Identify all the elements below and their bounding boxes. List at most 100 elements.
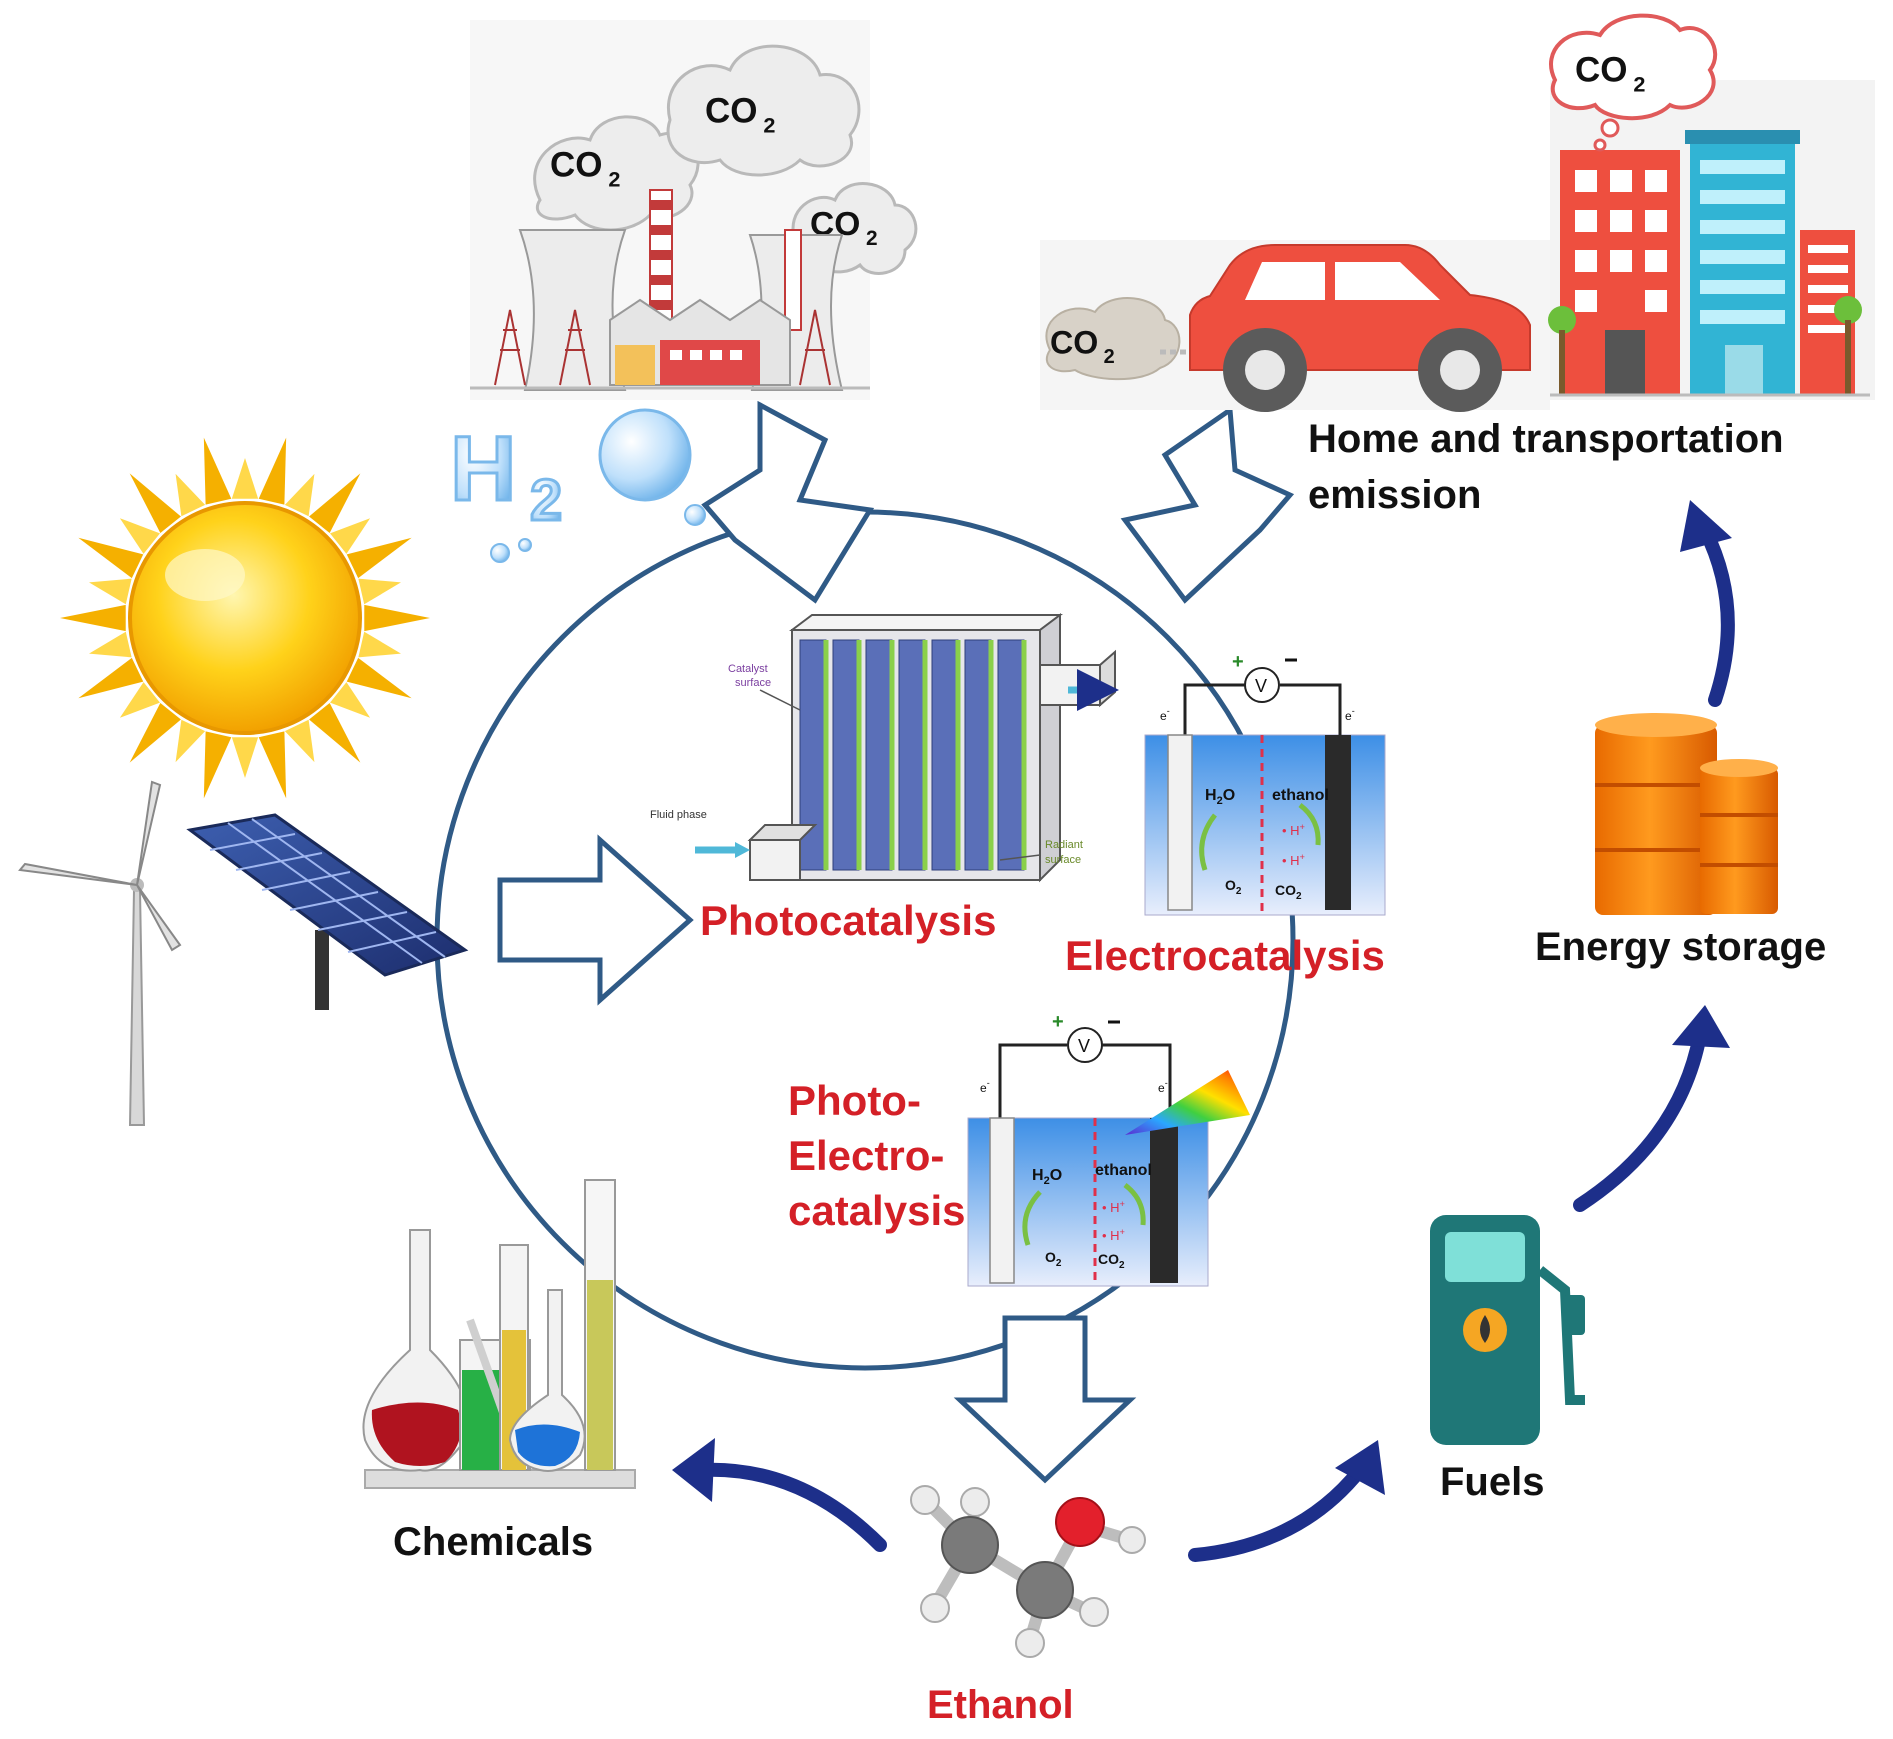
photo-electrocatalysis-cell-diagram: V + e- e- H2O ethanol • H+ • H+ O2 CO2 <box>967 1011 1250 1287</box>
svg-text:O2: O2 <box>1225 877 1242 897</box>
sun-ray <box>78 657 144 699</box>
svg-text:CO2: CO2 <box>1275 882 1302 902</box>
arrowhead-fuels <box>1335 1440 1385 1495</box>
svg-text:ethanol: ethanol <box>1095 1162 1152 1179</box>
sun-ray <box>129 703 181 763</box>
photocatalysis-reactor-diagram: Catalyst surface Fluid phase Radiant sur… <box>650 613 1119 883</box>
arrowhead-emission <box>1680 500 1732 552</box>
svg-text:e-: e- <box>1160 706 1170 723</box>
svg-text:V: V <box>1078 1036 1090 1056</box>
sun-ray <box>60 604 126 632</box>
ethanol-label: Ethanol <box>927 1683 1074 1727</box>
svg-text:• H+: • H+ <box>1102 1227 1125 1243</box>
photo-electrocatalysis-label-1: Photo- <box>788 1077 921 1124</box>
svg-text:H: H <box>450 418 516 520</box>
svg-text:• H+: • H+ <box>1282 852 1305 868</box>
svg-text:Catalyst: Catalyst <box>728 663 768 675</box>
arrow-factory-to-circle <box>701 400 875 604</box>
sun-ray <box>119 518 160 554</box>
svg-text:e-: e- <box>980 1078 990 1095</box>
arrow-circle-to-ethanol <box>953 1315 1137 1484</box>
arrow-ethanol-to-chemicals <box>693 1462 887 1552</box>
sun-ray <box>78 537 144 579</box>
sun-ray <box>358 578 401 605</box>
sun-ray <box>330 682 371 718</box>
sun-ray <box>309 703 361 763</box>
sun-ray <box>309 473 361 533</box>
svg-text:V: V <box>1255 676 1267 696</box>
sun-ray <box>258 437 287 505</box>
svg-text:Fluid phase: Fluid phase <box>650 809 707 821</box>
arrow-fuels-to-energy-storage <box>1573 1028 1707 1212</box>
sun-icon <box>60 437 430 799</box>
sun-ray <box>231 458 259 499</box>
reactor-plate <box>865 639 893 871</box>
svg-text:H2O: H2O <box>1032 1167 1062 1187</box>
svg-text:+: + <box>1052 1011 1064 1033</box>
arrow-energy-storage-to-emission <box>1698 523 1735 707</box>
svg-text:ethanol: ethanol <box>1272 787 1329 804</box>
oil-barrels-icon <box>1595 713 1778 915</box>
svg-text:O2: O2 <box>1045 1249 1062 1269</box>
sun-ray <box>346 537 412 579</box>
sun-ray <box>175 719 206 763</box>
arrow-emission-to-circle <box>1120 405 1295 604</box>
photo-electrocatalysis-label-3: catalysis <box>788 1187 965 1234</box>
fuel-pump-icon <box>1430 1215 1585 1445</box>
factory-illustration <box>470 20 918 400</box>
home-transport-emission-label: Home and transportation <box>1308 417 1784 461</box>
svg-text:H2O: H2O <box>1205 787 1235 807</box>
sun-ray <box>129 473 181 533</box>
svg-text:surface: surface <box>735 677 771 689</box>
arrowhead-energy-storage <box>1672 1005 1730 1048</box>
sun-ray <box>119 682 160 718</box>
navy-arrow-heads <box>672 500 1732 1502</box>
sun-ray <box>203 437 232 505</box>
chemicals-label: Chemicals <box>393 1520 593 1564</box>
reactor-plate <box>832 639 860 871</box>
svg-text:e-: e- <box>1345 706 1355 723</box>
home-transport-illustration <box>1040 13 1875 412</box>
arrowhead-chemicals <box>672 1438 715 1502</box>
ethanol-molecule-icon <box>910 1485 1146 1658</box>
reactor-plate <box>898 639 926 871</box>
fuels-label: Fuels <box>1440 1460 1544 1504</box>
sun-ray <box>258 731 287 799</box>
sun-ray <box>231 737 259 778</box>
sun-ray <box>89 578 132 605</box>
lab-glassware-icon <box>362 1179 636 1489</box>
svg-text:• H+: • H+ <box>1102 1199 1125 1215</box>
reactor-plate <box>997 639 1025 871</box>
electrocatalysis-cell-diagram: V + e- e- H2O ethanol • H+ • H+ O2 CO2 <box>1144 651 1386 916</box>
reactor-plate <box>931 639 959 871</box>
sun-ray <box>284 473 315 517</box>
sun-ray <box>346 657 412 699</box>
sun-ray <box>203 731 232 799</box>
solar-panel-icon <box>186 813 469 1010</box>
svg-text:CO2: CO2 <box>1098 1251 1125 1271</box>
sun-ray <box>89 631 132 658</box>
home-transport-emission-label-2: emission <box>1308 473 1481 517</box>
arrow-ethanol-to-fuels <box>1188 1463 1367 1562</box>
navy-flow-arrows <box>693 523 1735 1562</box>
svg-text:Radiant: Radiant <box>1045 839 1083 851</box>
photo-electrocatalysis-label-2: Electro- <box>788 1132 944 1179</box>
sun-ray <box>358 631 401 658</box>
electrocatalysis-label: Electrocatalysis <box>1065 932 1385 979</box>
sun-ray <box>284 719 315 763</box>
wind-turbine-icon <box>18 780 182 1126</box>
svg-text:2: 2 <box>530 468 562 533</box>
svg-text:• H+: • H+ <box>1282 822 1305 838</box>
sun-ray <box>330 518 371 554</box>
h2o-water-label: H 2 <box>449 408 706 563</box>
reactor-plate <box>964 639 992 871</box>
hollow-arrows <box>497 400 1295 1484</box>
arrow-renewables-to-circle <box>497 834 694 1006</box>
sun-ray <box>175 473 206 517</box>
sun-ray <box>364 604 430 632</box>
svg-text:surface: surface <box>1045 854 1081 866</box>
energy-storage-label: Energy storage <box>1535 925 1826 969</box>
photocatalysis-label: Photocatalysis <box>700 897 996 944</box>
svg-text:+: + <box>1232 651 1244 673</box>
